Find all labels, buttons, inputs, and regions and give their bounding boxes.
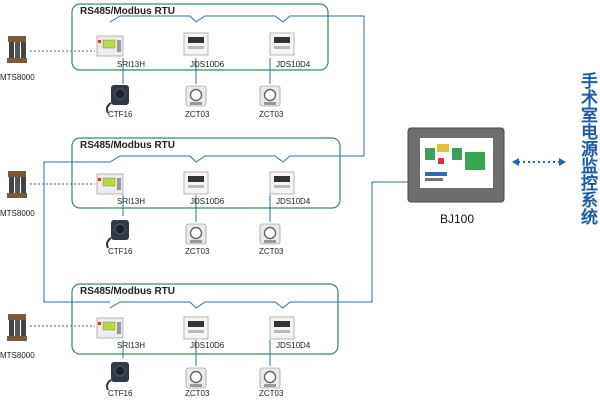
current-transformer-label: ZCT03 [259,110,284,119]
arrow-left-icon [512,158,519,166]
bidirectional-connector [512,158,566,166]
group-box [71,283,339,355]
current-transformer-label: ZCT03 [259,247,284,256]
meter-icon [183,171,209,195]
insulation-monitor-icon [96,317,124,339]
bus-label: RS485/Modbus RTU [80,6,175,17]
bus-line [109,15,325,23]
insulation-monitor-icon [96,173,124,195]
current-sensor-icon [106,219,130,249]
current-transformer-icon [185,223,207,245]
group-box [71,3,329,71]
meter-label: JDS10D6 [190,60,225,69]
transformer-icon [7,171,27,198]
bus-line [109,155,340,163]
current-transformer-label: ZCT03 [185,247,210,256]
meter-icon [269,32,295,56]
bus-label: RS485/Modbus RTU [80,286,175,297]
meter-label: JDS10D4 [276,60,311,69]
meter-label: JDS10D6 [190,197,225,206]
current-sensor-label: CTF16 [108,389,133,398]
current-sensor-label: CTF16 [108,247,133,256]
transformer-label: MTS8000 [0,209,35,218]
transformer-icon [7,314,27,341]
bj100-panel [407,127,505,203]
bus-interconnect-1-2 [325,15,365,157]
insulation-monitor-label: SRI13H [117,197,145,206]
current-transformer-label: ZCT03 [185,110,210,119]
current-sensor-icon [106,84,130,114]
meter-label: JDS10D4 [276,341,311,350]
current-transformer-icon [259,223,281,245]
meter-icon [269,316,295,340]
transformer-icon [7,36,27,63]
bus-label: RS485/Modbus RTU [80,140,175,151]
meter-label: JDS10D4 [276,197,311,206]
meter-icon [183,316,209,340]
bus-line [109,301,338,309]
current-transformer-icon [185,85,207,107]
arrow-right-icon [559,158,566,166]
transformer-label: MTS8000 [0,351,35,360]
transformer-label: MTS8000 [0,73,35,82]
current-transformer-icon [259,85,281,107]
current-transformer-icon [259,367,281,389]
current-transformer-label: ZCT03 [185,389,210,398]
current-transformer-icon [185,367,207,389]
group-box [71,137,341,209]
bus-interconnect-2-3 [43,161,110,303]
insulation-monitor-icon [96,35,124,57]
system-title: 手术室电源监控系统 [577,72,597,225]
bus-to-panel [338,181,408,303]
device-group-3: RS485/Modbus RTU MTS8000 SRI13H JDS10D6 … [0,283,339,398]
device-group-1: RS485/Modbus RTU MTS8000 SRI13H JDS10D6 … [0,3,329,119]
insulation-monitor-label: SRI13H [117,341,145,350]
meter-label: JDS10D6 [190,341,225,350]
current-sensor-label: CTF16 [108,110,133,119]
device-group-2: RS485/Modbus RTU MTS8000 SRI13H JDS10D6 … [0,137,341,256]
meter-icon [183,32,209,56]
panel-label: BJ100 [440,212,474,226]
meter-icon [269,171,295,195]
insulation-monitor-label: SRI13H [117,60,145,69]
current-transformer-label: ZCT03 [259,389,284,398]
current-sensor-icon [106,361,130,391]
